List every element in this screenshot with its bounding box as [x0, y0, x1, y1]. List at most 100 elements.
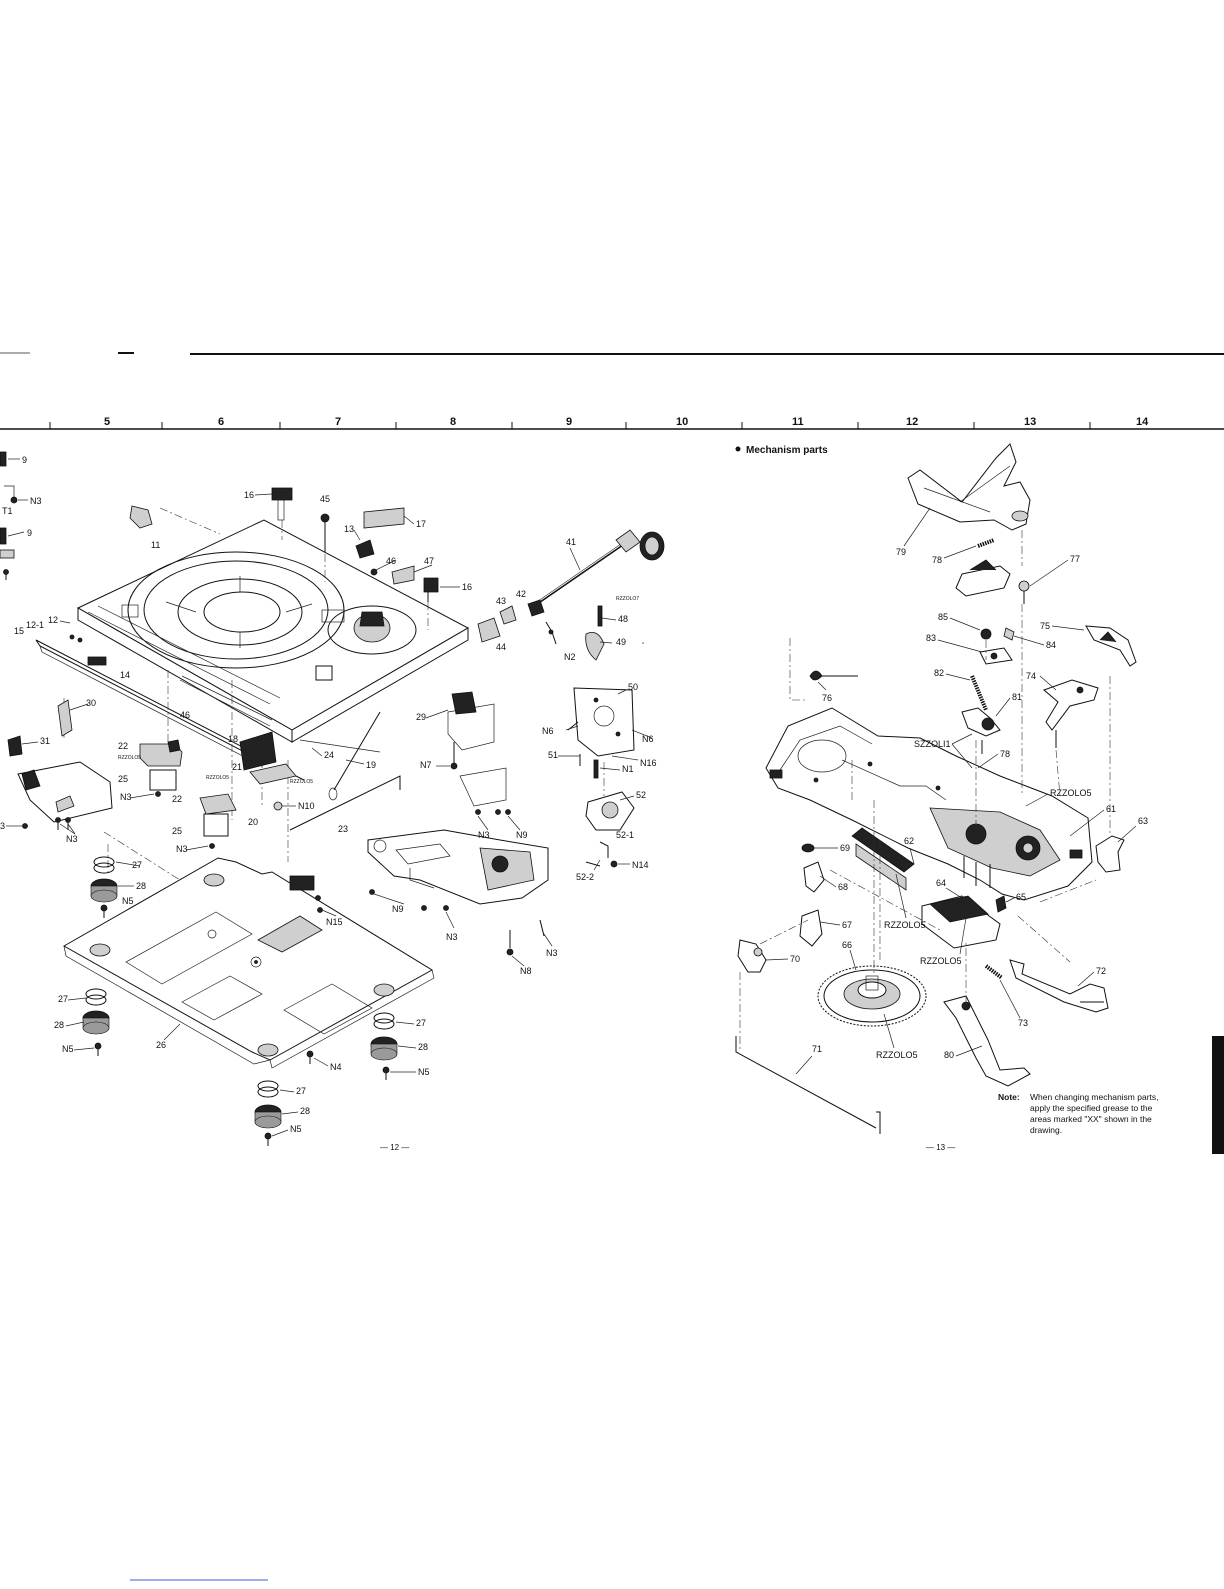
part-label: N3 [66, 834, 78, 844]
part-label: 24 [324, 750, 334, 760]
foot-3 [370, 1012, 398, 1080]
part-label: N7 [420, 760, 432, 770]
part-label: 76 [822, 693, 832, 703]
part-label: 51 [548, 750, 558, 760]
part-label: 71 [812, 1044, 822, 1054]
parts-67-70 [737, 843, 825, 1050]
labels-left-page: 11 12 12-1 13 14 15 16 16 17 18 19 20 21… [14, 490, 657, 1134]
part-label: 73 [1018, 1018, 1028, 1028]
part-label: N4 [330, 1062, 342, 1072]
part-label: 66 [842, 940, 852, 950]
bracket-29 [447, 691, 511, 815]
part-label: 12-1 [26, 620, 44, 630]
note-line: apply the specified grease to the [1030, 1103, 1153, 1113]
part-label: 28 [136, 881, 146, 891]
part-label: 28 [54, 1020, 64, 1030]
part-label: 27 [132, 860, 142, 870]
grease-note: Note: When changing mechanism parts, app… [998, 1092, 1159, 1135]
part-label: 29 [416, 712, 426, 722]
part-label: 79 [896, 547, 906, 557]
foot-2 [82, 988, 110, 1056]
part-label: 16 [462, 582, 472, 592]
part-label: 11 [151, 540, 160, 550]
part-label: 78 [932, 555, 942, 565]
part-label: 28 [300, 1106, 310, 1116]
part-label: N5 [62, 1044, 74, 1054]
part-label: 26 [156, 1040, 166, 1050]
part-label: RZZOLO5 [920, 956, 962, 966]
grid-number: 14 [1136, 416, 1149, 428]
part-label: RZZOLO7 [616, 596, 639, 602]
part-label: 43 [496, 596, 506, 606]
part-label: 52 [636, 790, 646, 800]
part-label: 27 [416, 1018, 426, 1028]
grid-number: 7 [335, 416, 341, 428]
part-label: 75 [1040, 621, 1050, 631]
upper-parts [129, 487, 439, 602]
part-label: 70 [790, 954, 800, 964]
part-label: N6 [542, 726, 554, 736]
note-label: Note: [998, 1092, 1020, 1102]
part-66-gear [817, 965, 927, 1027]
part-label: 81 [1012, 692, 1022, 702]
part-label: 12 [48, 615, 58, 625]
part-label: RZZOLO5 [290, 779, 313, 785]
part-label: N8 [520, 966, 532, 976]
part-79-lever [907, 443, 1031, 531]
part-label: N15 [326, 917, 343, 927]
part-label: N3 [478, 830, 490, 840]
part-label: 78 [1000, 749, 1010, 759]
section-heading: Mechanism parts [735, 445, 828, 456]
part-label: N3 [120, 792, 132, 802]
part-label: 68 [838, 882, 848, 892]
page-number-right: — 13 — [926, 1143, 955, 1152]
part-label: N2 [564, 652, 576, 662]
part-label: N9 [392, 904, 404, 914]
foot-1 [90, 856, 118, 918]
part-label: 9 [27, 528, 32, 538]
part-label: 9 [22, 455, 27, 465]
grid-number: 10 [676, 416, 688, 428]
part-label: N9 [516, 830, 528, 840]
part-label: 41 [566, 537, 576, 547]
part-label: 61 [1106, 804, 1116, 814]
part-label: 67 [842, 920, 852, 930]
part-label: N14 [632, 860, 649, 870]
part-label: 44 [496, 642, 506, 652]
part-label: 62 [904, 836, 914, 846]
labels-right-page: 61 62 63 64 65 66 67 68 69 70 71 72 73 7… [765, 507, 1148, 1075]
part-label: N10 [298, 801, 315, 811]
bottom-cover [62, 857, 435, 1069]
part-label: 28 [418, 1042, 428, 1052]
part-label: 69 [840, 843, 850, 853]
part-label: 21 [232, 762, 242, 772]
cabinet-body [76, 519, 470, 743]
page-number-left: — 12 — [380, 1143, 409, 1152]
part-label: N3 [546, 948, 558, 958]
arm-base-assembly [567, 687, 635, 868]
part-label: RZZOLO5 [876, 1050, 918, 1060]
grid-number: 11 [792, 416, 804, 428]
part-label: 20 [248, 817, 258, 827]
part-label: 46 [386, 556, 396, 566]
part-label: 74 [1026, 671, 1036, 681]
part-label: 77 [1070, 554, 1080, 564]
grid-number: 5 [104, 416, 110, 428]
part-label: 25 [172, 826, 182, 836]
part-label: 27 [296, 1086, 306, 1096]
part-label: N3 [176, 844, 188, 854]
left-edge-fragment: 9 N3 T1 9 3 [0, 451, 42, 831]
note-line: When changing mechanism parts, [1030, 1092, 1159, 1102]
parts-74-75 [1043, 625, 1137, 748]
leaders-left [21, 493, 653, 1137]
grid-number: 9 [566, 416, 572, 428]
grid-number: 12 [906, 416, 918, 428]
part-label: 48 [618, 614, 628, 624]
part-label: RZZOLO5 [1050, 788, 1092, 798]
parts-72-73 [984, 959, 1109, 1013]
part-77-cam [955, 538, 1030, 604]
part-label: 83 [926, 633, 936, 643]
part-80 [943, 995, 1031, 1087]
